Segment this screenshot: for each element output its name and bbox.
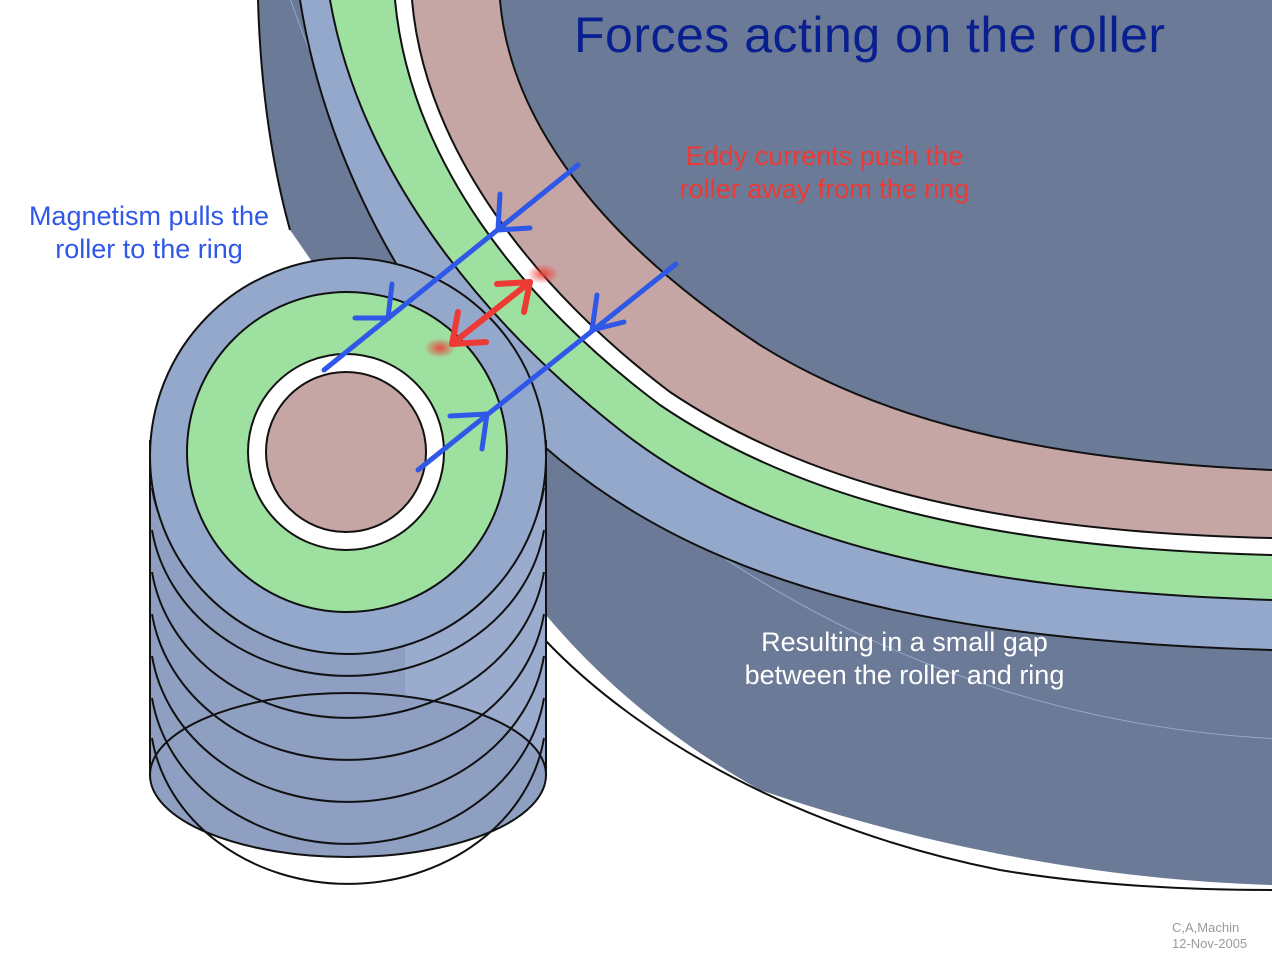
result-label-line-2: between the roller and ring [744, 660, 1065, 690]
magnetism-arrowhead-lower-in [588, 292, 627, 334]
magnetism-line-upper [321, 162, 581, 373]
eddy-label-line-1: Eddy currents push the [685, 141, 964, 171]
magnetism-arrowhead-upper-out [352, 281, 395, 321]
roller-pink-core [265, 371, 427, 533]
magnetism-label-line-1: Magnetism pulls the [28, 201, 270, 231]
diagram-title: Forces acting on the roller [574, 7, 1166, 63]
magnetism-line-lower [415, 261, 679, 473]
eddy-label-line-2: roller away from the ring [679, 174, 970, 204]
roller [149, 257, 547, 885]
magnetism-arrowhead-upper-in [495, 191, 533, 233]
result-label-line-1: Resulting in a small gap [761, 627, 1048, 657]
ring-pink-band [412, 0, 1272, 538]
magnetism-label-line-2: roller to the ring [55, 234, 243, 264]
magnetism-arrowhead-lower-out [447, 411, 490, 452]
magnetism-label: Magnetism pulls the roller to the ring [8, 200, 290, 266]
author-credit: C,A,Machin 12-Nov-2005 [1172, 920, 1247, 952]
eddy-arrow [424, 264, 559, 358]
ring-green-band [330, 0, 1272, 600]
eddy-label: Eddy currents push the roller away from … [652, 140, 997, 206]
author-date: 12-Nov-2005 [1172, 936, 1248, 951]
magnetism-arrows [321, 162, 679, 473]
result-label: Resulting in a small gap between the rol… [712, 626, 1097, 692]
author-name: C,A,Machin [1172, 920, 1240, 935]
